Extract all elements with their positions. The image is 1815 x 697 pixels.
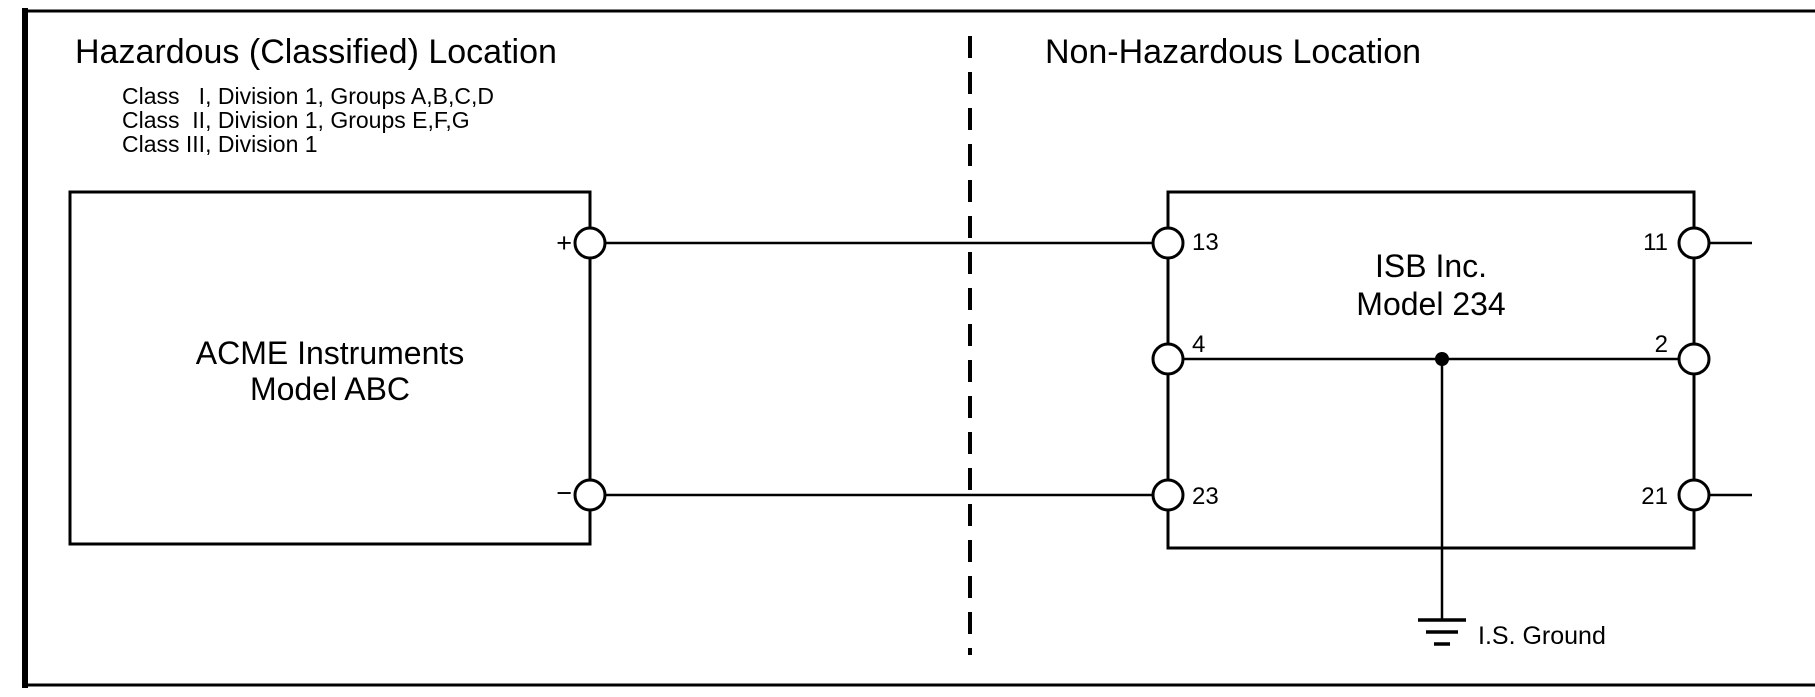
acme-terminal-positive-label: + — [556, 228, 572, 258]
isb-terminal-11-label: 11 — [1643, 229, 1668, 256]
isb-terminal-4-label: 4 — [1192, 331, 1205, 358]
hazardous-class-list: Class I, Division 1, Groups A,B,C,D Clas… — [122, 83, 494, 157]
isb-device-name-line2: Model 234 — [1356, 286, 1505, 322]
isb-terminal-13 — [1151, 226, 1185, 260]
isb-device-name-line1: ISB Inc. — [1375, 248, 1487, 284]
isb-terminal-21 — [1677, 478, 1711, 512]
isb-terminal-2 — [1677, 342, 1711, 376]
isb-terminal-23-label: 23 — [1192, 483, 1219, 510]
page-border — [22, 8, 1815, 688]
hazardous-location-title: Hazardous (Classified) Location — [75, 33, 557, 71]
isb-terminal-4 — [1151, 342, 1185, 376]
isb-terminal-23 — [1151, 478, 1185, 512]
junction-dot — [1435, 352, 1449, 366]
wires — [605, 241, 1752, 620]
acme-device-box — [68, 190, 592, 546]
acme-device-name-line1: ACME Instruments — [196, 335, 465, 371]
acme-terminal-negative — [573, 478, 607, 512]
isb-terminal-21-label: 21 — [1641, 483, 1668, 510]
class-line-2: Class II, Division 1, Groups E,F,G — [122, 107, 470, 133]
acme-device: ACME Instruments Model ABC + − — [68, 190, 607, 546]
ground-symbol-icon — [1418, 618, 1466, 646]
non-hazardous-location-title: Non-Hazardous Location — [1045, 33, 1421, 71]
isb-device: ISB Inc. Model 234 13 4 23 11 2 21 — [1151, 190, 1711, 550]
isb-terminal-13-label: 13 — [1192, 229, 1219, 256]
class-line-3: Class III, Division 1 — [122, 131, 318, 157]
acme-terminal-positive — [573, 226, 607, 260]
acme-terminal-negative-label: − — [556, 478, 572, 508]
isb-terminal-2-label: 2 — [1655, 331, 1668, 358]
class-line-1: Class I, Division 1, Groups A,B,C,D — [122, 83, 494, 109]
isb-device-box — [1166, 190, 1696, 550]
acme-device-name-line2: Model ABC — [250, 371, 410, 407]
ground-label: I.S. Ground — [1478, 622, 1606, 650]
isb-terminal-11 — [1677, 226, 1711, 260]
